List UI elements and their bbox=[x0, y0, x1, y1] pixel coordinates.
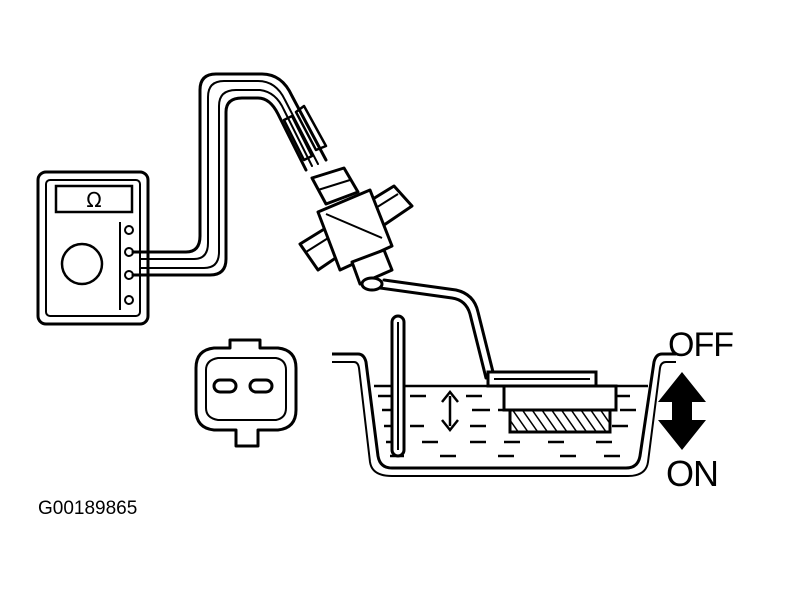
water-container bbox=[332, 352, 676, 477]
switch-housing bbox=[316, 188, 394, 272]
float-body bbox=[502, 384, 618, 412]
float bbox=[486, 370, 618, 434]
on-label: ON bbox=[666, 453, 719, 494]
float-arm bbox=[378, 286, 488, 380]
on-off-arrow-icon bbox=[658, 372, 706, 450]
connector-face bbox=[194, 338, 298, 448]
level-gauge-rod bbox=[390, 314, 406, 458]
ohmmeter-terminal-bottom bbox=[124, 295, 134, 305]
water-level-arrow bbox=[441, 389, 459, 433]
ohm-symbol: Ω bbox=[86, 188, 101, 212]
connector-pin-right bbox=[248, 378, 274, 394]
off-label: OFF bbox=[668, 326, 734, 364]
container-outline bbox=[332, 352, 676, 470]
ohmmeter-display bbox=[54, 184, 134, 214]
float-hatched-block bbox=[508, 408, 612, 434]
test-lead-outer bbox=[131, 72, 328, 254]
ohmmeter-inner-panel bbox=[45, 179, 141, 317]
connector-outline bbox=[194, 338, 298, 448]
switch-stem bbox=[350, 248, 394, 286]
ohmmeter-body bbox=[36, 170, 150, 326]
switch-connector bbox=[310, 166, 360, 206]
test-lead-inner bbox=[131, 96, 308, 277]
connector-pin-left bbox=[212, 378, 238, 394]
ohmmeter-dial bbox=[60, 242, 104, 286]
float-switch-body bbox=[298, 166, 414, 292]
ohmmeter-terminal-top bbox=[124, 225, 134, 235]
figure-id: G00189865 bbox=[38, 498, 138, 519]
test-leads bbox=[131, 72, 328, 277]
ohmmeter bbox=[36, 170, 150, 326]
